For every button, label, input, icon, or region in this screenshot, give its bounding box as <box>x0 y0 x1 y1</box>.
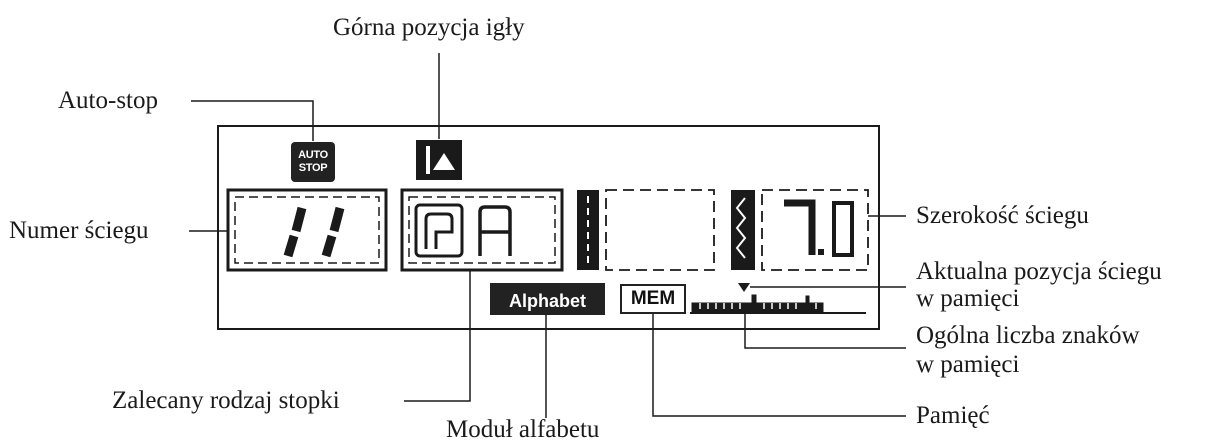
stitch-width-digits <box>784 199 854 257</box>
alphabet-badge: Alphabet <box>490 283 605 315</box>
presser-foot-icon <box>414 203 464 258</box>
presser-foot-box <box>400 188 564 272</box>
leader-presser-foot <box>404 270 471 402</box>
stitch-width-box <box>731 189 869 271</box>
mem-badge: MEM <box>620 284 686 314</box>
label-current-position-1: Aktualna pozycja ściegu <box>916 258 1162 285</box>
leader-total-chars <box>744 313 906 349</box>
auto-stop-badge-line2: STOP <box>298 162 328 174</box>
label-presser-foot: Zalecany rodzaj stopki <box>112 387 340 414</box>
label-alphabet-module: Moduł alfabetu <box>446 416 600 443</box>
leader-lines <box>189 53 906 418</box>
auto-stop-badge: AUTO STOP <box>291 142 335 182</box>
label-stitch-number: Numer ściegu <box>9 217 149 244</box>
stitch-number-box <box>226 188 388 272</box>
leader-memory <box>652 314 906 417</box>
memory-bar-ticks <box>699 303 817 309</box>
label-needle-up: Górna pozycja igły <box>333 14 525 41</box>
current-position-marker <box>738 283 750 292</box>
label-current-position-2: w pamięci <box>916 285 1020 312</box>
label-total-chars-1: Ogólna liczba znaków <box>916 322 1140 349</box>
empty-dashed-box <box>577 189 715 271</box>
presser-foot-letter-segments <box>478 205 512 256</box>
label-auto-stop: Auto-stop <box>58 87 158 114</box>
lcd-frame <box>217 125 880 330</box>
label-stitch-width: Szerokość ściegu <box>916 202 1089 229</box>
needle-up-icon <box>416 140 462 180</box>
leader-auto-stop <box>191 100 314 141</box>
auto-stop-badge-line1: AUTO <box>298 149 328 161</box>
label-total-chars-2: w pamięci <box>916 351 1020 378</box>
stitch-number-digits <box>283 206 345 258</box>
label-memory: Pamięć <box>916 402 990 429</box>
